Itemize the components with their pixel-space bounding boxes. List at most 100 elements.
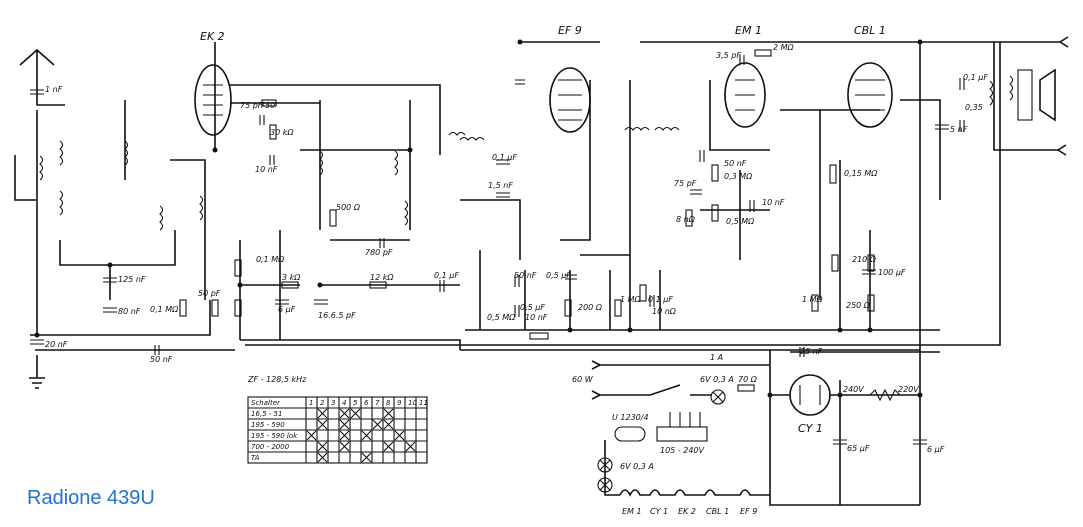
switch-table-header: 5 bbox=[353, 399, 358, 407]
switch-table-mark bbox=[383, 441, 394, 452]
switch-table-mark bbox=[383, 408, 394, 419]
switch-table-header: 11 bbox=[419, 399, 428, 407]
component-label: 60 W bbox=[572, 375, 594, 384]
component-label: 0,35 bbox=[965, 103, 983, 112]
switch-table-mark bbox=[339, 419, 350, 430]
tube-em1 bbox=[724, 62, 766, 128]
component-label: 0,1 µF bbox=[434, 271, 459, 280]
switch-table-band: 16,5 - 51 bbox=[251, 410, 282, 418]
component-label: 1 MΩ bbox=[620, 295, 642, 304]
switch-table-mark bbox=[361, 430, 372, 441]
component-label: 75 pF bbox=[240, 101, 263, 110]
component-label: 0,1 MΩ bbox=[150, 305, 179, 314]
component-label: 50 nF bbox=[724, 159, 747, 168]
component-label: 240V bbox=[843, 385, 864, 394]
switch-table-mark bbox=[339, 430, 350, 441]
component-label: 100 µF bbox=[878, 268, 906, 277]
resistors bbox=[179, 49, 901, 402]
component-label: 50 nF bbox=[514, 271, 537, 280]
component-label: 30 kΩ bbox=[270, 128, 294, 137]
component-label: 5 nF bbox=[950, 125, 968, 134]
component-label: 75 pF bbox=[674, 179, 697, 188]
component-label: 70 Ω bbox=[738, 375, 758, 384]
component-label: 3,5 pF bbox=[716, 51, 741, 60]
switch-table-mark bbox=[383, 419, 394, 430]
component-label: 750 bbox=[260, 101, 275, 110]
diagram-caption: Radione 439U bbox=[27, 487, 155, 509]
ground-symbol bbox=[29, 355, 45, 389]
component-label: 10 nF bbox=[255, 165, 278, 174]
filament-label: EM 1 bbox=[622, 507, 642, 516]
tuning-indicator bbox=[597, 389, 726, 496]
switch-table-mark bbox=[361, 452, 372, 463]
speaker bbox=[1017, 68, 1056, 122]
component-label: 10 nF bbox=[525, 313, 548, 322]
component-label: 0,5 MΩ bbox=[726, 217, 755, 226]
component-label: 0,1 MΩ bbox=[256, 255, 285, 264]
component-label: 0,1 µF bbox=[963, 73, 988, 82]
component-label: 65 µF bbox=[847, 444, 870, 453]
component-label: 25 nF bbox=[800, 347, 823, 356]
component-label: 2 MΩ bbox=[773, 43, 795, 52]
component-label: 10 nΩ bbox=[652, 307, 677, 316]
component-label: 0,1 µF bbox=[492, 153, 517, 162]
component-label: 16.6.5 pF bbox=[318, 311, 356, 320]
component-label: 780 pF bbox=[365, 248, 393, 257]
component-label: U 1230/4 bbox=[612, 413, 649, 422]
filament-label: CY 1 bbox=[650, 507, 668, 516]
component-label: 0,5 µF bbox=[520, 303, 545, 312]
tube-label-cy1: CY 1 bbox=[798, 422, 823, 435]
component-label: ZF - 128,5 kHz bbox=[247, 375, 307, 384]
component-label: 250 Ω bbox=[846, 301, 871, 310]
component-label: 10 nF bbox=[762, 198, 785, 207]
component-label: 6 µF bbox=[278, 305, 296, 314]
component-label: 1 A bbox=[710, 353, 723, 362]
component-label: 105 - 240V bbox=[660, 446, 705, 455]
component-label: 12 kΩ bbox=[370, 273, 394, 282]
component-label: 6V 0,3 A bbox=[700, 375, 734, 384]
switch-table-mark bbox=[350, 408, 361, 419]
component-label: 6V 0,3 A bbox=[620, 462, 654, 471]
component-label: 0,1 µF bbox=[648, 295, 673, 304]
switch-table-mark bbox=[317, 419, 328, 430]
junction-dots bbox=[34, 39, 923, 398]
switch-table-mark bbox=[339, 408, 350, 419]
switch-table-band: TA bbox=[251, 454, 260, 462]
filament-label: EK 2 bbox=[678, 507, 696, 516]
component-label: 200 Ω bbox=[578, 303, 603, 312]
filament-chain bbox=[619, 489, 770, 497]
voltage-selector bbox=[656, 412, 708, 442]
component-label: 50 pF bbox=[198, 289, 221, 298]
switch-table-band: 700 - 2000 bbox=[251, 443, 290, 451]
switch-table-mark bbox=[317, 441, 328, 452]
component-label: 0,15 MΩ bbox=[844, 169, 878, 178]
switch-table-band: 195 - 590 lok bbox=[251, 432, 298, 440]
component-label: 20 nF bbox=[45, 340, 68, 349]
switch-table-mark bbox=[317, 452, 328, 463]
switch-table-mark bbox=[306, 430, 317, 441]
tube-ek2 bbox=[194, 64, 232, 136]
switch-table-mark bbox=[317, 408, 328, 419]
switch-table-header: Schalter bbox=[251, 399, 281, 407]
component-label: 1 nF bbox=[45, 85, 63, 94]
tube-cy1 bbox=[789, 374, 831, 416]
component-label: 6 µF bbox=[927, 445, 945, 454]
switch-table-header: 4 bbox=[342, 399, 346, 407]
tube-cbl1 bbox=[847, 62, 893, 128]
switch-table-header: 2 bbox=[320, 399, 325, 407]
component-label: 220V bbox=[898, 385, 919, 394]
capacitors bbox=[30, 55, 965, 445]
switch-table-band: 195 - 590 bbox=[251, 421, 285, 429]
component-label: 210 Ω bbox=[852, 255, 877, 264]
switch-table-header: 6 bbox=[364, 399, 369, 407]
switch-table-header: 7 bbox=[375, 399, 380, 407]
switch-table-header: 8 bbox=[386, 399, 391, 407]
tube-label-cbl1: CBL 1 bbox=[854, 24, 886, 37]
switch-table-header: 10 bbox=[408, 399, 417, 407]
component-label: 8 nΩ bbox=[676, 215, 696, 224]
filament-label: CBL 1 bbox=[706, 507, 729, 516]
